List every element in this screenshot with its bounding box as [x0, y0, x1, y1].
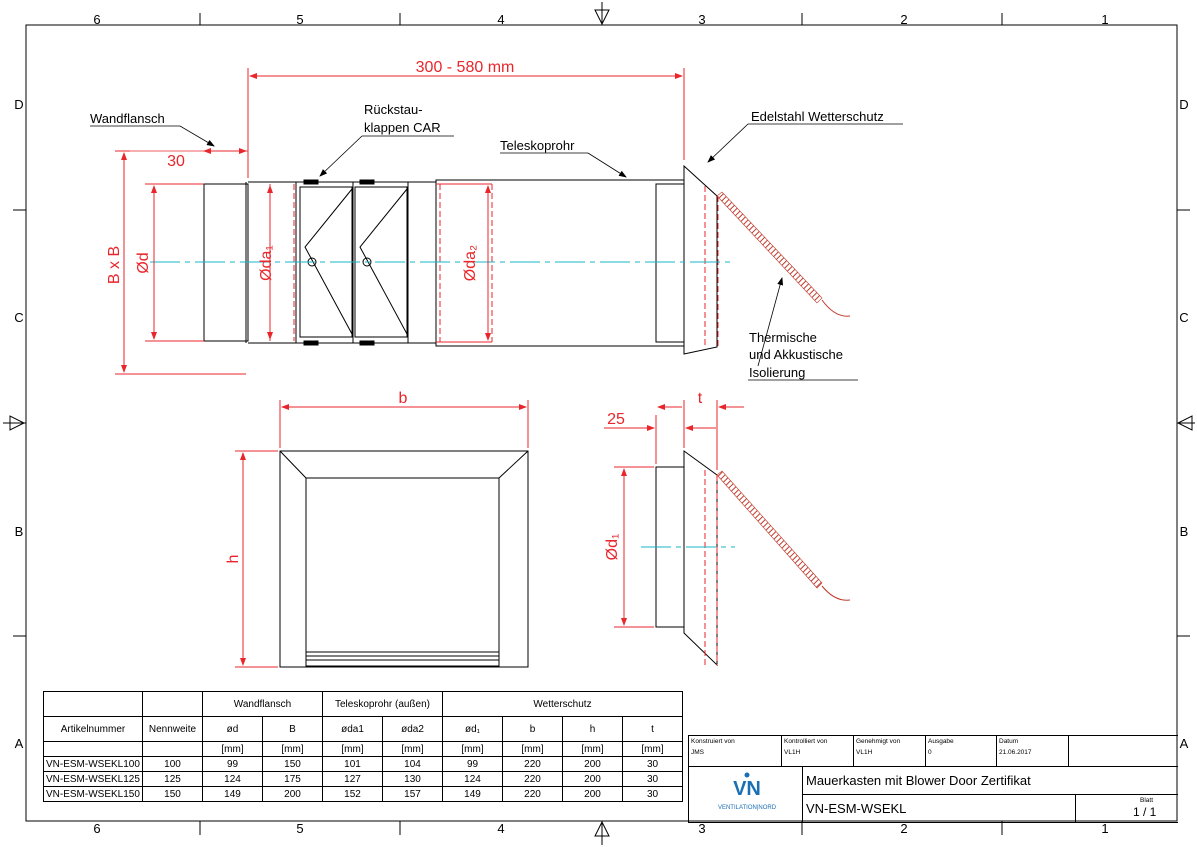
zone-bottom-4: 4: [497, 821, 504, 836]
kontrolliert-value: VL1H: [784, 749, 801, 756]
table-row: VN-ESM-WSEKL100 100 99 150 101 104 99 22…: [43, 756, 683, 772]
table-row: VN-ESM-WSEKL125 125 124 175 127 130 124 …: [43, 771, 683, 787]
front-view-labels: b h: [225, 390, 408, 563]
frame-labels: 6 5 4 3 2 1 6 5 4 3 2 1 D C B A D C B A: [14, 12, 1188, 836]
dim-b: b: [399, 390, 408, 407]
konstruiert-label: Konstruiert von: [691, 738, 735, 745]
group-wetterschutz: Wetterschutz: [442, 691, 683, 717]
detail-view-labels: 25 t Ød₁: [604, 390, 703, 560]
dim-oda2: Øda₂: [462, 245, 479, 281]
group-teleskoprohr: Teleskoprohr (außen): [322, 691, 443, 717]
dim-od: Ød: [135, 252, 152, 273]
dim-oda1: Øda₁: [258, 245, 275, 281]
dim-t: t: [698, 390, 703, 407]
header-artikelnummer: Artikelnummer: [43, 716, 143, 742]
zone-top-2: 2: [900, 12, 907, 27]
sheet-number: Blatt 1 / 1: [1076, 795, 1178, 822]
header-t: t: [622, 716, 683, 742]
logo-mark: VN: [733, 778, 761, 800]
logo-text: VENTILATION|NORD: [718, 805, 777, 811]
label-thermisch-1: Thermische: [749, 330, 817, 345]
zone-top-5: 5: [296, 12, 303, 27]
detail-view-dims: [604, 400, 744, 665]
dim-h: h: [225, 555, 242, 564]
blatt-value: 1 / 1: [1133, 805, 1157, 819]
zone-right-c: C: [1179, 310, 1188, 325]
front-view-dims: [235, 400, 529, 668]
zone-bottom-3: 3: [698, 821, 705, 836]
front-view: [279, 450, 529, 668]
label-thermisch-3: Isolierung: [749, 365, 805, 380]
zone-bottom-6: 6: [93, 821, 100, 836]
header-nennweite: Nennweite: [142, 716, 203, 742]
kontrolliert-label: Kontrolliert von: [784, 738, 828, 745]
genehmigt-label: Genehmigt von: [856, 738, 901, 745]
header-h: h: [562, 716, 623, 742]
drawing-number: VN-ESM-WSEKL: [803, 795, 1076, 822]
side-view: [203, 164, 851, 355]
datum-value: 21.06.2017: [999, 749, 1032, 756]
side-view-red-dims: [115, 68, 735, 375]
dim-25: 25: [607, 411, 625, 428]
genehmigt-value: VL1H: [856, 749, 873, 756]
zone-top-6: 6: [93, 12, 100, 27]
side-view-leaders: [90, 123, 903, 381]
zone-top-3: 3: [698, 12, 705, 27]
zone-right-d: D: [1179, 97, 1188, 112]
zone-bottom-1: 1: [1101, 821, 1108, 836]
table-header-row: Artikelnummer Nennweite ød B øda1 øda2 ø…: [43, 716, 683, 742]
zone-left-d: D: [14, 97, 23, 112]
zone-right-b: B: [1180, 524, 1189, 539]
drawing-frame: [3, 2, 1195, 845]
dim-od1: Ød₁: [604, 534, 621, 561]
label-rueckstau-2: klappen CAR: [364, 120, 441, 135]
zone-bottom-5: 5: [296, 821, 303, 836]
zone-right-a: A: [1180, 736, 1189, 751]
dim-bxb: B x B: [106, 246, 123, 284]
zone-top-1: 1: [1101, 12, 1108, 27]
label-teleskoprohr: Teleskoprohr: [500, 138, 575, 153]
header-oda1: øda1: [322, 716, 383, 742]
zone-left-c: C: [14, 310, 23, 325]
zone-bottom-2: 2: [900, 821, 907, 836]
table-row: VN-ESM-WSEKL150 150 149 200 152 157 149 …: [43, 786, 683, 802]
detail-view: [655, 450, 851, 667]
label-wandflansch: Wandflansch: [90, 111, 165, 126]
header-od: ød: [202, 716, 263, 742]
title-block: Konstruiert von JMS Kontrolliert von VL1…: [688, 735, 1178, 823]
company-logo: VN VENTILATION|NORD: [689, 767, 803, 822]
table-unit-row: [mm] [mm] [mm] [mm] [mm] [mm] [mm] [mm]: [43, 741, 683, 757]
length-dimension: 300 - 580 mm: [416, 59, 515, 76]
dimension-table: Wandflansch Teleskoprohr (außen) Wetters…: [43, 691, 683, 802]
drawing-title: Mauerkasten mit Blower Door Zertifikat: [803, 767, 1178, 795]
header-oda2: øda2: [382, 716, 443, 742]
zone-left-a: A: [15, 736, 24, 751]
header-b-upper: B: [262, 716, 323, 742]
table-group-row: Wandflansch Teleskoprohr (außen) Wetters…: [43, 691, 683, 717]
blatt-label: Blatt: [1140, 797, 1154, 804]
konstruiert-value: JMS: [691, 749, 704, 756]
side-view-labels: 300 - 580 mm Wandflansch Rückstau- klapp…: [90, 59, 884, 380]
header-od1: ød₁: [442, 716, 503, 742]
title-block-approvals: Konstruiert von JMS Kontrolliert von VL1…: [689, 736, 1178, 767]
zone-top-4: 4: [497, 12, 504, 27]
header-b-lower: b: [502, 716, 563, 742]
zone-left-b: B: [15, 524, 24, 539]
label-rueckstau-1: Rückstau-: [364, 102, 423, 117]
group-wandflansch: Wandflansch: [202, 691, 323, 717]
ausgabe-value: 0: [928, 749, 932, 756]
ausgabe-label: Ausgabe: [928, 738, 954, 745]
dim-30: 30: [167, 153, 185, 170]
label-thermisch-2: und Akkustische: [749, 347, 843, 362]
label-edelstahl: Edelstahl Wetterschutz: [751, 109, 884, 124]
datum-label: Datum: [999, 738, 1019, 745]
